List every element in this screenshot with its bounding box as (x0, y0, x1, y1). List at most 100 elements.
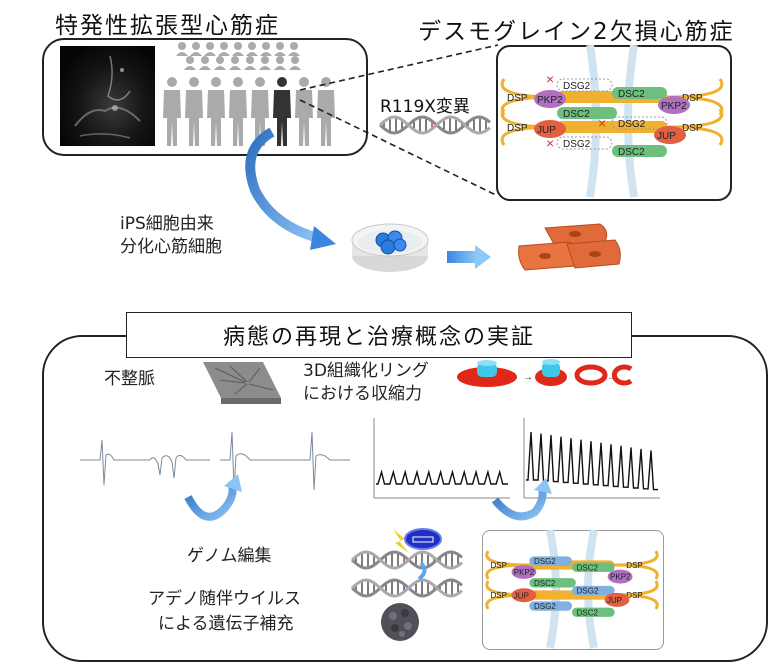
contraction-trace-corrected (523, 418, 660, 499)
field-potential-traces (80, 431, 350, 491)
person-bust-icon (178, 42, 186, 50)
aav-virus-icon (381, 603, 419, 641)
tissue-ring-sequence: → → (457, 359, 633, 387)
dsp-filament (666, 125, 724, 146)
dsp-block (557, 121, 617, 133)
genome-edit-label: ゲノム編集 (187, 546, 272, 566)
jup-label: JUP (657, 131, 676, 142)
dsp-label: DSP (682, 123, 703, 134)
dsc2-shape (572, 607, 615, 617)
dsp-label: DSP (626, 561, 642, 570)
cardiomyocytes-icon (518, 223, 621, 271)
person-bust-icon (276, 56, 284, 64)
ring-step-arrow-2: → (607, 372, 617, 383)
person-bust-icon (186, 56, 194, 64)
dsc2-label: DSC2 (618, 89, 645, 100)
person-bust-icon (261, 56, 269, 64)
jup-shape (654, 126, 686, 144)
person-bust-icon (220, 42, 228, 50)
dsg2-deficient-cardiomyopathy-title: デスモグレイン2欠損心筋症 (418, 19, 735, 45)
population-silhouettes (163, 42, 335, 146)
person-bust-icon (246, 56, 254, 64)
dsp-label: DSP (491, 561, 507, 570)
mea-chip-icon (203, 362, 281, 404)
missing-dsg2-cross-icon: × (598, 115, 606, 131)
ring-label-line1: 3D組織化リング (303, 361, 429, 381)
missing-dsg2-cross-icon: × (546, 135, 554, 151)
dsc2-label: DSC2 (534, 579, 556, 588)
missing-dsg2-cross-icon: × (546, 71, 554, 87)
dsg2-shape (556, 78, 613, 92)
aav-label-line1: アデノ随伴ウイルス (148, 589, 301, 609)
dsp-label: DSP (491, 591, 507, 600)
echo-speckle (74, 55, 141, 139)
dsg2-label: DSG2 (577, 587, 599, 596)
dsg2-label: DSG2 (534, 602, 556, 611)
dna-helix-mutation-icon (379, 115, 491, 135)
dsp-block (557, 91, 617, 103)
dsp-label: DSP (626, 591, 642, 600)
pkp2-shape (607, 569, 633, 584)
person-icon (185, 77, 203, 146)
dsg2-shape (572, 585, 615, 596)
dna-helix-corrected-icon (351, 578, 463, 598)
dsg2-label: DSG2 (563, 81, 591, 92)
person-bust-icon (216, 56, 224, 64)
person-icon (207, 77, 225, 146)
dsc2-shape (612, 87, 667, 99)
crispr-nuclease-icon (393, 528, 442, 581)
pkp2-label: PKP2 (610, 573, 631, 582)
dsg2-shape (611, 116, 668, 130)
jup-shape (534, 120, 566, 138)
person-bust-icon (234, 42, 242, 50)
patient-highlighted-icon (273, 77, 291, 146)
pkp2-shape (534, 90, 566, 108)
dsg2-shape (529, 556, 572, 566)
jup-label: JUP (607, 596, 622, 605)
dsg2-shape (529, 601, 572, 611)
pkp2-label: PKP2 (514, 568, 535, 577)
mutation-label: R119X変異 (380, 97, 470, 117)
dsp-filament (614, 563, 659, 580)
dsp-block (529, 590, 576, 600)
person-bust-icon (231, 56, 239, 64)
dsc2-label: DSC2 (618, 147, 645, 158)
person-bust-icon (201, 56, 209, 64)
dsg2-label: DSG2 (563, 139, 591, 150)
arrow-to-cardiomyocytes (447, 245, 491, 269)
dsg2-label: DSG2 (534, 557, 556, 566)
dsc2-label: DSC2 (577, 563, 599, 572)
cell-membrane-left (546, 529, 560, 649)
dsc2-shape (557, 107, 617, 119)
pkp2-shape (658, 96, 690, 114)
person-bust-icon (291, 56, 299, 64)
pkp2-shape (511, 564, 537, 579)
aav-label-line2: による遺伝子補充 (158, 614, 294, 634)
jup-label: JUP (537, 125, 556, 136)
section-title-box: 病態の再現と治療概念の実証 (126, 312, 632, 358)
ring-label-line2: における収縮力 (303, 384, 422, 404)
dsp-label: DSP (507, 93, 528, 104)
dsc2-shape (612, 145, 667, 157)
dsc2-label: DSC2 (563, 109, 590, 120)
person-bust-icon (262, 42, 270, 50)
person-bust-icon (248, 42, 256, 50)
ips-label-line2: 分化心筋細胞 (120, 237, 222, 257)
dsc2-label: DSC2 (577, 608, 599, 617)
ring-step-arrow-1: → (523, 372, 533, 383)
dsp-block (607, 121, 667, 133)
idiopathic-dcm-title: 特発性拡張型心筋症 (55, 13, 280, 39)
arrhythmia-label: 不整脈 (104, 369, 155, 389)
dsc2-shape (572, 562, 615, 572)
jup-shape (511, 588, 537, 603)
petri-dish-icon (351, 223, 429, 272)
person-bust-icon (192, 42, 200, 50)
person-icon (163, 77, 181, 146)
section-title: 病態の再現と治療概念の実証 (222, 325, 535, 350)
person-icon (295, 77, 313, 146)
force-trace-line (376, 469, 508, 485)
